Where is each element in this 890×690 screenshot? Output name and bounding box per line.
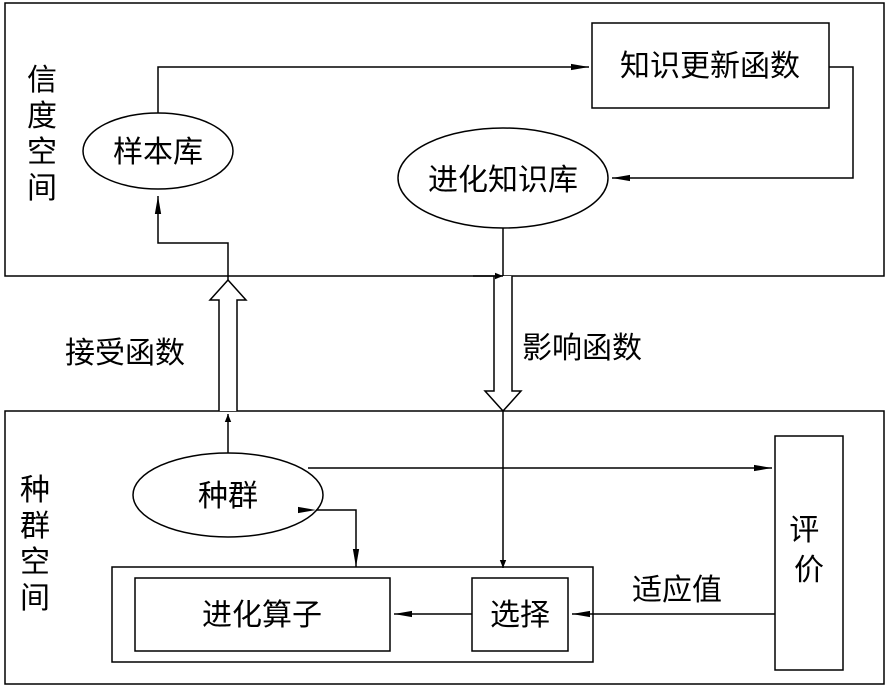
fitness-value-label: 适应值 <box>632 573 722 608</box>
arrow-sample-to-update <box>157 63 589 113</box>
knowledge-update-label: 知识更新函数 <box>620 49 800 84</box>
arrow-population-operator-bidirectional <box>298 506 360 567</box>
influence-hollow-arrow <box>483 276 523 413</box>
population-label: 种群 <box>198 479 258 514</box>
evolution-operator-label: 进化算子 <box>202 598 322 633</box>
arrow-acceptance-to-sample <box>154 196 229 280</box>
evaluation-label: 评 价 <box>789 513 829 588</box>
arrow-update-to-knowledge <box>612 66 854 182</box>
sample-library-label: 样本库 <box>113 135 203 170</box>
evolution-operator-node <box>134 577 391 652</box>
influence-function-label: 影响函数 <box>522 331 642 366</box>
belief-space-label: 信 度 空 间 <box>27 63 67 206</box>
evolution-knowledge-library-label: 进化知识库 <box>428 163 578 198</box>
acceptance-function-label: 接受函数 <box>65 336 185 371</box>
knowledge-update-node <box>591 22 830 109</box>
acceptance-hollow-arrow <box>208 278 248 411</box>
selection-label: 选择 <box>490 598 550 633</box>
evaluation-node <box>774 435 844 671</box>
selection-node <box>471 577 569 652</box>
population-space-label: 种 群 空 间 <box>20 473 60 616</box>
